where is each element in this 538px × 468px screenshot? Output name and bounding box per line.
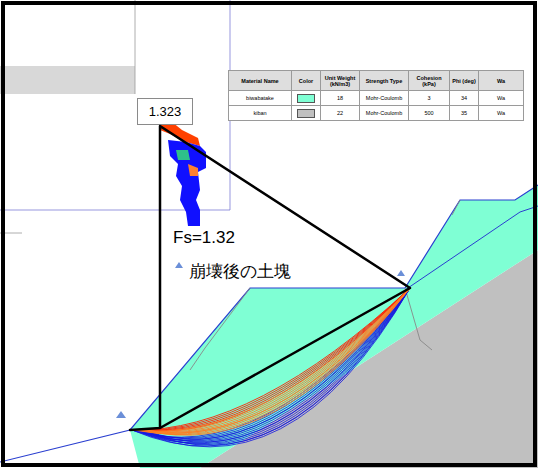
outer-frame	[3, 3, 535, 465]
grey-bar	[0, 66, 135, 94]
color-swatch	[297, 109, 315, 118]
table-cell: Wa	[497, 110, 505, 116]
table-header: Strength Type	[366, 78, 403, 84]
slip-circle	[137, 288, 410, 430]
soil-biwabatake	[130, 185, 538, 468]
boundary-line	[405, 206, 538, 290]
slice-column	[188, 164, 198, 176]
table-header: Color	[299, 78, 313, 84]
slip-circle	[134, 288, 410, 431]
table-cell: 18	[337, 95, 343, 101]
original-surface	[405, 288, 432, 350]
slice-column	[176, 150, 190, 160]
factor-box: 1.323	[137, 98, 193, 125]
table-header: Wa	[497, 78, 505, 84]
water-marker	[116, 411, 126, 418]
table-header: Unit Weight (kN/m3)	[325, 75, 355, 87]
table-cell: 3	[427, 95, 430, 101]
material-name: kiban	[253, 110, 266, 116]
original-surface	[452, 200, 460, 215]
frame-line	[135, 0, 136, 94]
table-header: Material Name	[241, 78, 278, 84]
material-table: Material Name Color Unit Weight (kN/m3) Str…	[228, 70, 524, 121]
table-cell: 500	[424, 110, 433, 116]
ground-surface	[0, 185, 538, 462]
table-header: Cohesion (kPa)	[416, 75, 441, 87]
water-marker	[397, 270, 405, 276]
water-marker	[175, 262, 183, 268]
color-swatch	[297, 94, 315, 103]
material-name: biwabatake	[246, 95, 274, 101]
table-header: Phi (deg)	[452, 78, 476, 84]
table-cell: 35	[461, 110, 467, 116]
table-cell: Mohr-Coulomb	[366, 110, 402, 116]
annotation-label: 崩壊後の土塊	[189, 260, 291, 283]
original-surface	[190, 288, 250, 370]
table-cell: 34	[461, 95, 467, 101]
table-cell: 22	[337, 110, 343, 116]
table-cell: Wa	[497, 95, 505, 101]
factor-value: 1.323	[149, 104, 182, 119]
table-cell: Mohr-Coulomb	[366, 95, 402, 101]
safety-factor-label: Fs=1.32	[173, 228, 235, 248]
failed-mass-triangle: Fs=1.32 崩壊後の土塊	[125, 118, 415, 433]
